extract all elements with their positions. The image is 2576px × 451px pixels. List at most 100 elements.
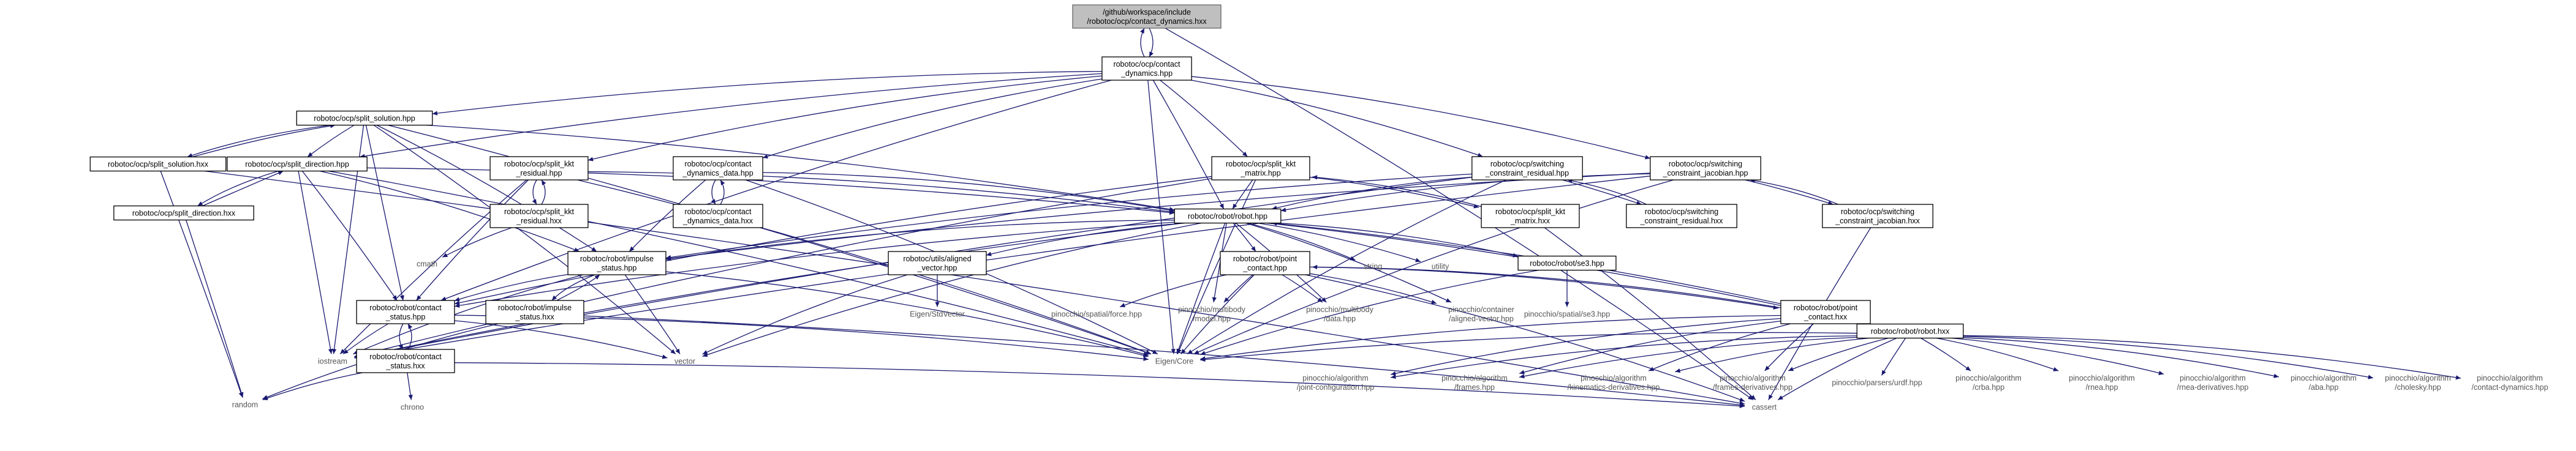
node-screshxx[interactable]: robotoc/ocp/switching_constraint_residua… <box>1626 204 1737 228</box>
edge-robot-to-contavec <box>1245 222 1452 303</box>
node-label: robotoc/robot/point <box>1794 304 1858 312</box>
edge-sdir-to-sdirhxx <box>197 170 279 207</box>
node-csthxx[interactable]: robotoc/robot/contact_status.hxx <box>356 349 455 373</box>
node-label: robotoc/utils/aligned <box>903 255 971 263</box>
node-se3[interactable]: robotoc/robot/se3.hpp <box>1517 255 1617 271</box>
node-impst[interactable]: robotoc/robot/impulse_status.hpp <box>567 251 667 275</box>
edge-robot-to-se3 <box>1278 222 1519 258</box>
node-label: _matrix.hxx <box>1510 217 1551 225</box>
node-box <box>1211 156 1310 181</box>
node-mbmodel: pinocchio/multibody/model.hpp <box>1178 305 1246 323</box>
node-label: robotoc/ocp/split_kkt <box>1495 207 1565 216</box>
edge-robot-to-cst <box>454 222 1175 308</box>
node-contavec: pinocchio/container/aligned-vector.hpp <box>1448 305 1514 323</box>
node-box <box>1650 156 1761 181</box>
node-pchxx[interactable]: robotoc/robot/point_contact.hxx <box>1780 300 1871 324</box>
node-avec[interactable]: robotoc/utils/aligned_vector.hpp <box>888 251 987 275</box>
edge-pc-to-mbmodel <box>1223 274 1253 303</box>
node-label: robotoc/robot/robot.hpp <box>1188 212 1267 221</box>
node-label: robotoc/ocp/split_solution.hpp <box>314 114 415 123</box>
edge-cdhpp-to-skmat <box>1160 80 1248 157</box>
edge-cst-to-vector <box>454 320 668 359</box>
node-sdir[interactable]: robotoc/ocp/split_direction.hpp <box>227 156 368 172</box>
node-ssolhxx[interactable]: robotoc/ocp/split_solution.hxx <box>89 156 227 172</box>
node-scjachxx[interactable]: robotoc/ocp/switching_constraint_jacobia… <box>1822 204 1933 228</box>
edge-skres-to-skreshxx <box>532 179 537 205</box>
node-label: _residual.hxx <box>516 217 562 225</box>
node-label: /aligned-vector.hpp <box>1449 315 1514 323</box>
edge-root-to-cassert <box>1165 28 1754 401</box>
node-cddhxx[interactable]: robotoc/ocp/contact_dynamics_data.hxx <box>673 204 763 228</box>
node-label: /joint-configuration.hpp <box>1297 383 1375 392</box>
node-label: pinocchio/algorithm <box>1720 374 1786 382</box>
edge-scjac-to-eigen <box>1193 179 1674 355</box>
node-box <box>1101 56 1192 81</box>
edge-csthxx-to-cst <box>407 323 413 350</box>
node-impsthxx[interactable]: robotoc/robot/impulse_status.hxx <box>485 300 584 324</box>
node-cst[interactable]: robotoc/robot/contact_status.hpp <box>356 300 455 324</box>
edge-csthxx-to-chrono <box>407 372 413 400</box>
edge-skmathxx-to-cassert <box>1544 227 1756 400</box>
edge-robothxx-to-cdyn <box>1963 335 2461 380</box>
edge-impst-to-impsthxx <box>551 274 595 301</box>
node-spforce: pinocchio/spatial/force.hpp <box>1051 310 1142 319</box>
node-label: _constraint_jacobian.hxx <box>1835 217 1920 225</box>
node-label: /frames-derivatives.hpp <box>1713 383 1792 392</box>
node-cdd[interactable]: robotoc/ocp/contact_dynamics_data.hpp <box>673 156 763 181</box>
node-root[interactable]: /github/workspace/include/robotoc/ocp/co… <box>1072 4 1222 29</box>
edge-robothxx-to-rnea <box>1936 337 2059 371</box>
edge-robot-to-impst <box>665 220 1175 261</box>
node-frames: pinocchio/algorithm/frames.hpp <box>1441 374 1508 392</box>
node-cdhpp[interactable]: robotoc/ocp/contact_dynamics.hpp <box>1101 56 1192 81</box>
edge-pchxx-to-eigen <box>1200 315 1781 361</box>
node-skreshxx[interactable]: robotoc/ocp/split_kkt_residual.hxx <box>489 204 589 228</box>
edge-scres-to-impst <box>665 173 1472 260</box>
node-scjac[interactable]: robotoc/ocp/switching_constraint_jacobia… <box>1650 156 1761 181</box>
edge-scres-to-robot <box>1271 176 1472 211</box>
node-box <box>356 300 455 324</box>
node-box <box>1174 208 1282 224</box>
node-box <box>113 205 254 221</box>
node-box <box>485 300 584 324</box>
edge-root-to-cdhpp <box>1149 28 1154 58</box>
node-label: robotoc/ocp/split_direction.hpp <box>245 160 349 169</box>
edge-robot-to-eigen <box>1176 223 1226 354</box>
node-label: utility <box>1432 263 1449 271</box>
edge-sdir-to-cst <box>301 171 398 301</box>
edge-impsthxx-to-impst <box>556 274 600 301</box>
node-box <box>296 110 433 126</box>
edge-robothxx-to-cassert <box>1777 337 1897 401</box>
node-pc[interactable]: robotoc/robot/point_contact.hpp <box>1220 251 1310 275</box>
edge-sdir-to-robot <box>367 167 1175 215</box>
node-label: pinocchio/multibody <box>1306 305 1374 314</box>
node-robot[interactable]: robotoc/robot/robot.hpp <box>1174 208 1282 224</box>
node-box <box>1517 255 1617 271</box>
node-label: _dynamics_data.hpp <box>682 169 753 177</box>
node-skmathxx[interactable]: robotoc/ocp/split_kkt_matrix.hxx <box>1481 204 1580 228</box>
edge-robothxx-to-cholesky <box>1963 336 2374 379</box>
edge-pc-to-contavec <box>1309 273 1437 304</box>
node-label: /rnea.hpp <box>2086 383 2118 392</box>
edge-cdd-to-cddhxx <box>711 179 716 205</box>
node-label: _status.hpp <box>597 264 637 272</box>
edge-cst-to-iostream <box>342 323 389 355</box>
edge-robot-to-string <box>1248 222 1356 261</box>
node-skmat[interactable]: robotoc/ocp/split_kkt_matrix.hpp <box>1211 156 1310 181</box>
node-sdirhxx[interactable]: robotoc/ocp/split_direction.hxx <box>113 205 254 221</box>
node-label: _status.hxx <box>515 313 554 321</box>
edge-sdir-to-iostream <box>298 171 333 354</box>
edge-scjachxx-to-scjac <box>1750 178 1838 205</box>
node-label: robotoc/ocp/switching <box>1841 207 1914 216</box>
node-robothxx[interactable]: robotoc/robot/robot.hxx <box>1856 323 1964 339</box>
node-ssol[interactable]: robotoc/ocp/split_solution.hpp <box>296 110 433 126</box>
edge-scjac-to-impst <box>665 173 1650 261</box>
edge-sdir-to-impst <box>319 170 580 252</box>
edge-robothxx-to-crba <box>1921 337 1971 371</box>
node-scres[interactable]: robotoc/ocp/switching_constraint_residua… <box>1471 156 1583 181</box>
node-skres[interactable]: robotoc/ocp/split_kkt_residual.hpp <box>489 156 589 181</box>
node-box <box>1481 204 1580 228</box>
node-label: robotoc/ocp/split_solution.hxx <box>108 160 209 169</box>
edge-skmat-to-skmathxx <box>1307 176 1479 209</box>
node-label: cmath <box>417 260 437 269</box>
dependency-nodes: /github/workspace/include/robotoc/ocp/co… <box>89 4 2548 412</box>
